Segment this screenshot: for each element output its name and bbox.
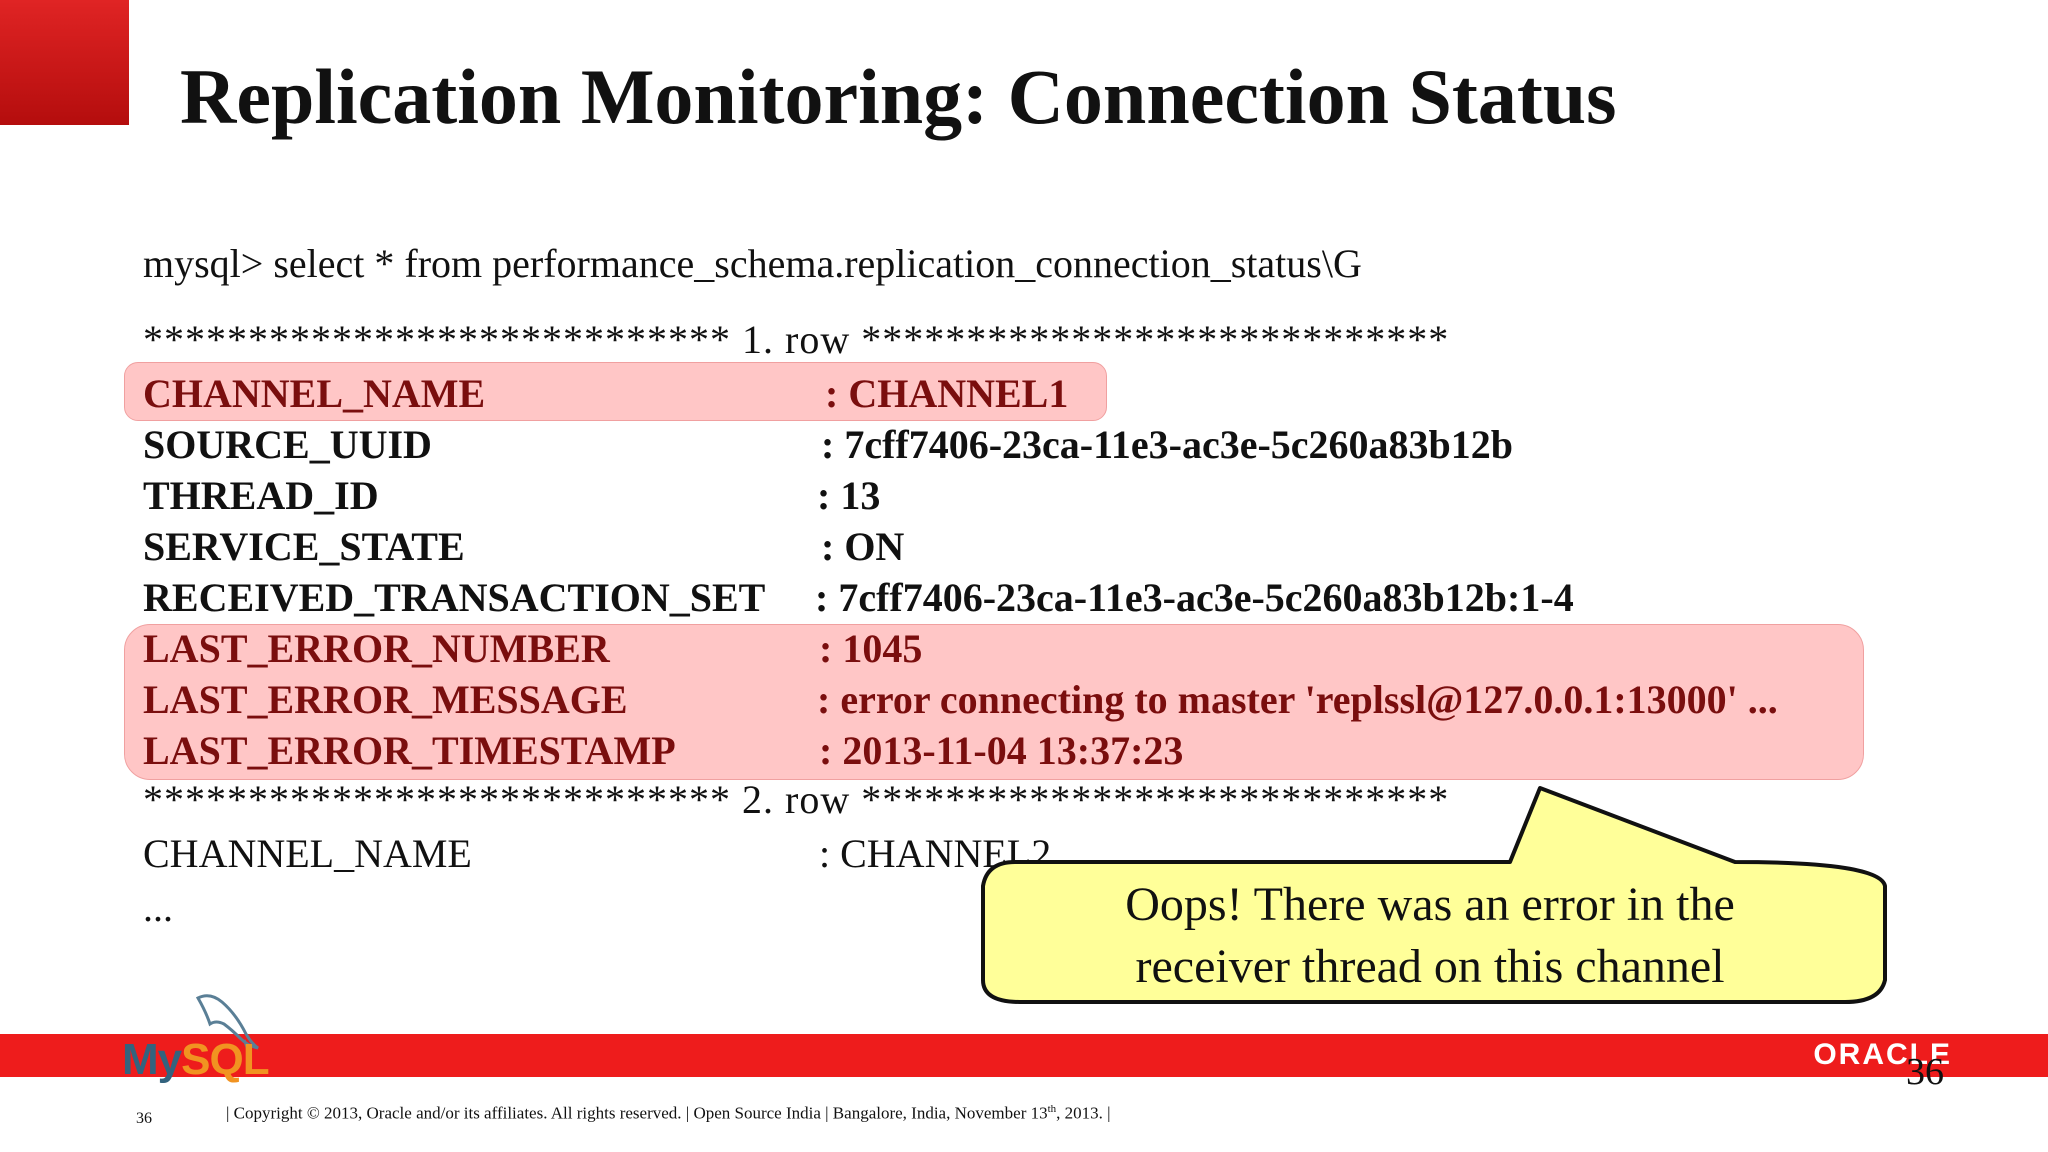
footer-page-number: 36 <box>136 1110 152 1127</box>
field-value: : 7cff7406-23ca-11e3-ac3e-5c260a83b12b:1… <box>815 575 1574 620</box>
channel-name-highlight <box>124 362 1107 421</box>
callout-message: Oops! There was an error in the receiver… <box>990 874 1870 998</box>
field-value: : 1045 <box>819 626 923 671</box>
speech-bubble-callout <box>981 786 1887 1004</box>
more-rows-ellipsis: ... <box>143 885 173 930</box>
slide-title: Replication Monitoring: Connection Statu… <box>180 53 1617 140</box>
corner-accent-block <box>0 0 129 125</box>
field-key: LAST_ERROR_NUMBER <box>143 626 610 671</box>
field-key: SERVICE_STATE <box>143 524 465 569</box>
field-key: CHANNEL_NAME <box>143 371 486 416</box>
error-fields-highlight <box>124 624 1864 780</box>
row-separator-1: **************************** 1. row ****… <box>143 317 1450 362</box>
field-value: : ON <box>821 524 905 569</box>
field-key: SOURCE_UUID <box>143 422 432 467</box>
mysql-logo: MySQL <box>122 1035 270 1084</box>
field-key: LAST_ERROR_MESSAGE <box>143 677 628 722</box>
callout-line-1: Oops! There was an error in the <box>1125 878 1735 931</box>
row-separator-2: **************************** 2. row ****… <box>143 777 1450 822</box>
callout-line-2: receiver thread on this channel <box>1135 940 1725 993</box>
oracle-logo: ORACLE <box>1813 1038 1952 1071</box>
page-number: 36 <box>1906 1051 1944 1093</box>
field-key: THREAD_ID <box>143 473 379 518</box>
field-key: CHANNEL_NAME <box>143 831 472 876</box>
field-value: : 13 <box>817 473 881 518</box>
field-value: : error connecting to master 'replssl@12… <box>817 677 1778 722</box>
sql-query: mysql> select * from performance_schema.… <box>143 241 1362 286</box>
field-value: : 2013-11-04 13:37:23 <box>819 728 1184 773</box>
field-value: : 7cff7406-23ca-11e3-ac3e-5c260a83b12b <box>821 422 1514 467</box>
field-key: LAST_ERROR_TIMESTAMP <box>143 728 676 773</box>
mysql-dolphin-icon <box>195 994 259 1063</box>
field-key: RECEIVED_TRANSACTION_SET <box>143 575 766 620</box>
footer-red-bar <box>0 1034 2048 1077</box>
footer-copyright: | Copyright © 2013, Oracle and/or its af… <box>226 1103 1111 1123</box>
field-value: : CHANNEL1 <box>825 371 1069 416</box>
